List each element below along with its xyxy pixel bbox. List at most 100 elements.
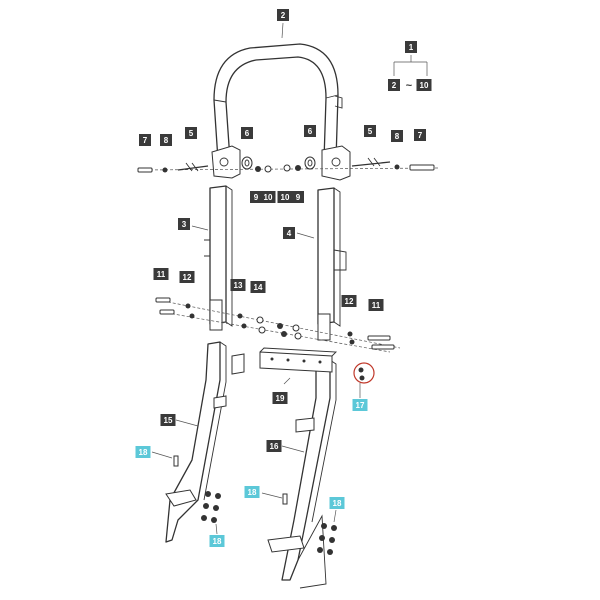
callout-box <box>388 79 400 91</box>
callout-c10-b: 10 <box>277 191 293 203</box>
callout-number: 8 <box>395 132 400 141</box>
callout-c10-range: 10 <box>416 79 432 91</box>
callout-number: 12 <box>183 273 192 282</box>
callout-box <box>260 191 276 203</box>
callout-number: 7 <box>418 131 423 140</box>
callout-box <box>364 125 376 137</box>
callout-c18-d: 18 <box>329 497 345 509</box>
callout-c9-b: 9 <box>292 191 304 203</box>
callout-number: 9 <box>254 193 259 202</box>
callout-number: 1 <box>409 43 414 52</box>
upright-right-part-4 <box>317 187 347 341</box>
callout-box <box>230 279 246 291</box>
callout-c16: 16 <box>266 440 282 452</box>
callout-number: 6 <box>245 129 250 138</box>
callout-box <box>304 125 316 137</box>
upright-left-part-3 <box>204 185 233 331</box>
leader-15 <box>175 419 199 427</box>
callout-box <box>283 227 295 239</box>
callout-box <box>414 129 426 141</box>
callout-number: 10 <box>264 193 273 202</box>
callout-number: 12 <box>345 297 354 306</box>
callout-box <box>244 486 260 498</box>
callout-number: 2 <box>392 81 397 90</box>
callout-box <box>341 295 357 307</box>
callout-box <box>292 191 304 203</box>
lower-left-frame-part-15 <box>165 341 227 543</box>
callout-number: 9 <box>296 193 301 202</box>
callout-box <box>250 191 262 203</box>
callout-number: 18 <box>333 499 342 508</box>
callout-number: 18 <box>213 537 222 546</box>
callout-number: 11 <box>157 270 166 279</box>
middle-hardware <box>155 297 401 353</box>
callout-c18-b: 18 <box>244 486 260 498</box>
callout-box <box>160 414 176 426</box>
callout-c14: 14 <box>250 281 266 293</box>
callout-box <box>272 392 288 404</box>
callout-c12-left: 12 <box>179 271 195 283</box>
callout-c7-left: 7 <box>139 134 151 146</box>
callout-number: 18 <box>248 488 257 497</box>
callout-number: 14 <box>254 283 263 292</box>
callout-c10-a: 10 <box>260 191 276 203</box>
callout-c11-left: 11 <box>153 268 169 280</box>
callout-box <box>250 281 266 293</box>
callout-c8-right: 8 <box>391 130 403 142</box>
callout-number: 10 <box>281 193 290 202</box>
callout-number: 19 <box>276 394 285 403</box>
range-separator: ~ <box>406 80 413 92</box>
callout-box <box>368 299 384 311</box>
bottom-hardware-18 <box>151 451 337 555</box>
leader-19 <box>283 377 291 385</box>
callout-number: 16 <box>270 442 279 451</box>
callout-c18-a: 18 <box>135 446 151 458</box>
callout-c13: 13 <box>230 279 246 291</box>
callout-c5-left: 5 <box>185 127 197 139</box>
top-hardware <box>137 156 441 173</box>
callout-number: 11 <box>372 301 381 310</box>
callout-box <box>185 127 197 139</box>
callout-number: 2 <box>281 11 286 20</box>
callout-box <box>416 79 432 91</box>
leader-4 <box>296 232 315 239</box>
callout-box <box>405 41 417 53</box>
callout-number: 13 <box>234 281 243 290</box>
callout-box <box>160 134 172 146</box>
callout-number: 15 <box>164 416 173 425</box>
callout-c15: 15 <box>160 414 176 426</box>
callout-box <box>329 497 345 509</box>
callout-number: 17 <box>356 401 365 410</box>
leader-2 <box>281 22 284 39</box>
callout-c8-left: 8 <box>160 134 172 146</box>
callout-c1: 1 <box>405 41 417 53</box>
callout-c2-range: 2 <box>388 79 400 91</box>
callout-number: 4 <box>287 229 292 238</box>
callout-box <box>277 191 293 203</box>
callout-box <box>135 446 151 458</box>
callout-box <box>178 218 190 230</box>
callout-number: 6 <box>308 127 313 136</box>
callout-number: 3 <box>182 220 187 229</box>
callout-box <box>153 268 169 280</box>
callout-box <box>352 399 368 411</box>
callout-box <box>391 130 403 142</box>
callout-c5-right: 5 <box>364 125 376 137</box>
callout-number: 10 <box>420 81 429 90</box>
crossbar-part-19 <box>231 347 338 375</box>
callout-c4: 4 <box>283 227 295 239</box>
callout-box <box>139 134 151 146</box>
callout-box <box>241 127 253 139</box>
callout-box <box>277 9 289 21</box>
callout-c19: 19 <box>272 392 288 404</box>
callout-box <box>209 535 225 547</box>
lower-right-frame-part-16 <box>267 359 337 589</box>
leader-16 <box>281 445 305 453</box>
leader-3 <box>191 225 209 231</box>
callout-number: 18 <box>139 448 148 457</box>
callout-c9-a: 9 <box>250 191 262 203</box>
callout-number: 8 <box>164 136 169 145</box>
